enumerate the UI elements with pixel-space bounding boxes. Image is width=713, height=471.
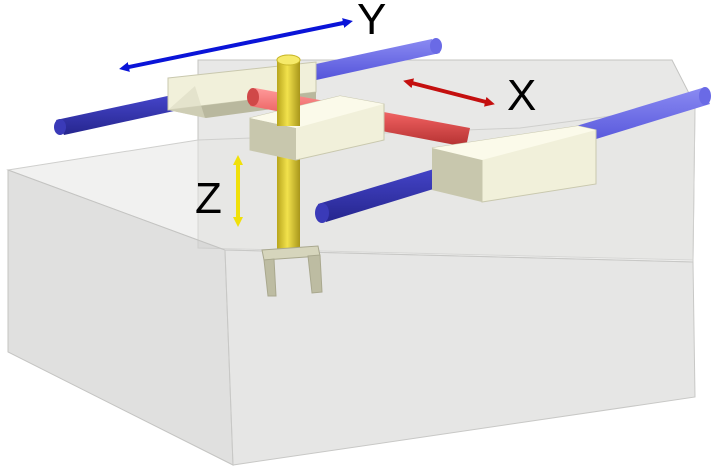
y-axis-label: Y — [357, 0, 386, 44]
x-arrow — [403, 78, 495, 107]
y-carriage-front — [431, 125, 597, 203]
y-arrow — [119, 18, 353, 72]
gripper — [261, 245, 323, 297]
x-axis-label: X — [507, 71, 536, 120]
z-axis-label: Z — [195, 174, 222, 223]
workspace-front-face — [224, 249, 696, 466]
z-carriage — [249, 54, 385, 161]
